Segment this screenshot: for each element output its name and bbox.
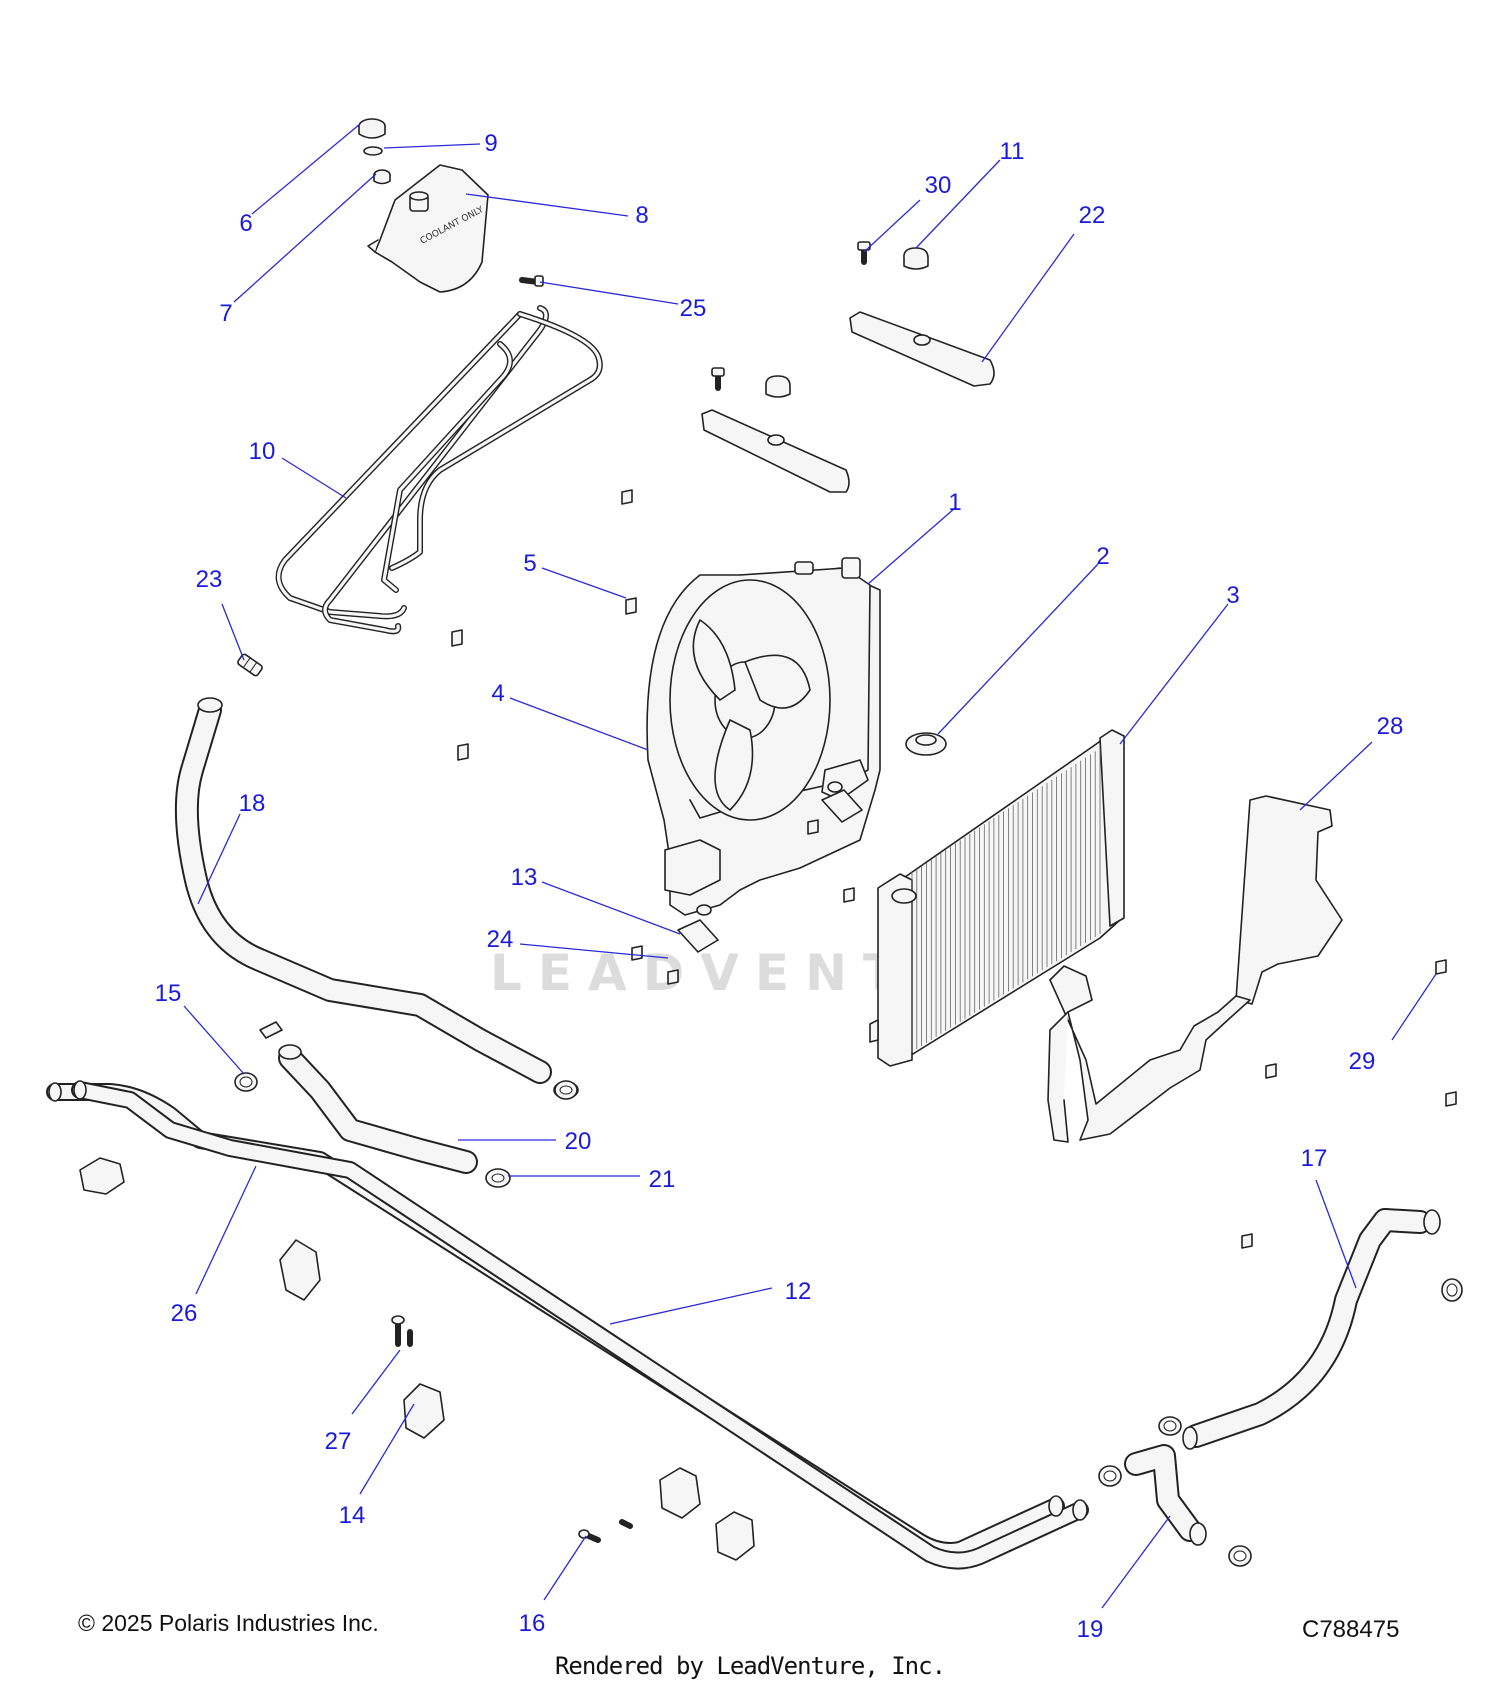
- callout-2: 2: [1096, 543, 1110, 570]
- part-coolant-tank: COOLANT ONLY: [367, 164, 489, 293]
- watermark: LEADVENTU: [490, 944, 970, 1002]
- part-tube-clamps: [79, 1157, 755, 1561]
- part-elbow-hose: [1124, 1444, 1207, 1546]
- part-hose-clamps: [1098, 1278, 1463, 1567]
- callout-7: 7: [219, 300, 233, 327]
- callout-15: 15: [154, 980, 182, 1007]
- callout-10: 10: [248, 438, 276, 465]
- callout-16: 16: [518, 1610, 546, 1637]
- callout-21: 21: [648, 1166, 676, 1193]
- part-mount-brackets: [677, 781, 863, 953]
- part-clamp-15: [234, 1021, 283, 1092]
- callout-29: 29: [1348, 1048, 1376, 1075]
- callout-23: 23: [195, 566, 223, 593]
- callout-24: 24: [486, 926, 514, 953]
- part-o-ring: [363, 146, 383, 156]
- callout-19: 19: [1076, 1616, 1104, 1643]
- part-air-shroud: [1047, 795, 1343, 1143]
- part-clamp-bolts: [391, 1315, 633, 1543]
- part-bracket-lower: [701, 367, 850, 493]
- part-upper-hose: [174, 697, 579, 1099]
- part-lower-hose: [1182, 1208, 1441, 1450]
- leader-lines: [183, 123, 1437, 1609]
- part-bracket-upper: [849, 241, 995, 387]
- callout-22: 22: [1078, 202, 1106, 229]
- part-bolts: [451, 489, 637, 761]
- callout-14: 14: [338, 1502, 366, 1529]
- callout-18: 18: [238, 790, 266, 817]
- callout-8: 8: [635, 202, 649, 229]
- callout-6: 6: [239, 210, 253, 237]
- drawing-number: C788475: [1302, 1616, 1400, 1643]
- callout-1: 1: [948, 489, 962, 516]
- callout-20: 20: [564, 1128, 592, 1155]
- callout-9: 9: [484, 130, 498, 157]
- callout-11: 11: [999, 138, 1025, 165]
- part-screws-right: [1241, 959, 1457, 1249]
- copyright-text: © 2025 Polaris Industries Inc.: [78, 1610, 379, 1636]
- part-small-cap: [373, 169, 391, 185]
- callout-4: 4: [491, 680, 505, 707]
- callout-26: 26: [170, 1300, 198, 1327]
- part-radiator: [869, 729, 1125, 1067]
- part-screws: [631, 819, 855, 985]
- part-vent-lines: [275, 305, 603, 635]
- callout-28: 28: [1376, 713, 1404, 740]
- part-cap: [358, 118, 386, 139]
- callout-30: 30: [924, 172, 952, 199]
- callout-17: 17: [1300, 1145, 1328, 1172]
- callout-12: 12: [784, 1278, 812, 1305]
- part-fan-shroud: [646, 557, 881, 916]
- callout-27: 27: [324, 1428, 352, 1455]
- callout-13: 13: [510, 864, 538, 891]
- rendered-by-text: Rendered by LeadVenture, Inc.: [554, 1652, 946, 1680]
- part-radiator-cap: [905, 732, 947, 756]
- part-clamps-21: [485, 1080, 578, 1188]
- part-bypass-hose: [278, 1044, 478, 1174]
- callout-5: 5: [523, 550, 537, 577]
- callout-3: 3: [1226, 582, 1240, 609]
- part-screw: [519, 275, 544, 287]
- part-fitting: [237, 653, 263, 677]
- part-long-coolant-tubes: [46, 1080, 1089, 1570]
- callout-25: 25: [679, 295, 707, 322]
